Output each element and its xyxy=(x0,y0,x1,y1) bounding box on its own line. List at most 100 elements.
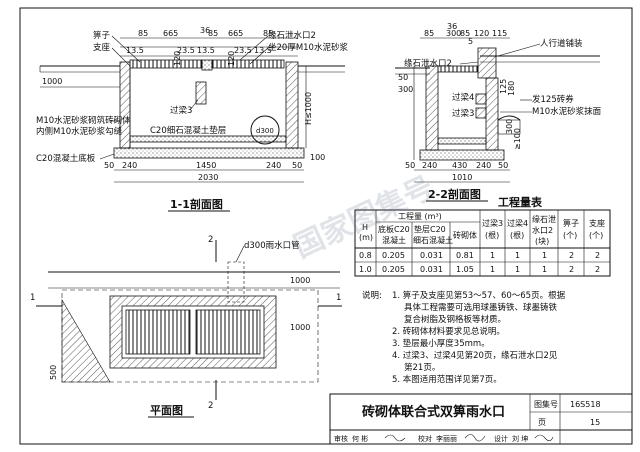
dim-b-2030: 2030 xyxy=(198,173,218,182)
dim22-36: 36 xyxy=(447,22,457,31)
section-2-2-title: 2-2剖面图 xyxy=(428,187,481,201)
label-curb-inlet: 缘石泄水口2 xyxy=(268,30,316,41)
notes: 说明: 1. 箅子及支座见第53～57、60～65页。根据 具体工程需要可选用球… xyxy=(362,290,566,385)
cut1-right: 1 xyxy=(336,293,341,303)
dim22-115: 115 xyxy=(492,29,507,38)
label-h: H≤1000 xyxy=(304,92,313,125)
cell: 0.031 xyxy=(420,251,443,260)
dim-13-5a: 13.5 xyxy=(126,46,144,55)
dim-85b: 85 xyxy=(208,29,218,38)
label-seat: 支座 xyxy=(93,42,111,53)
dim22-5: 5 xyxy=(468,37,473,46)
label-mortar: 坐20厚M10水泥砂浆 xyxy=(268,42,348,53)
label-curb-inlet-22: 缘石泄水口2 xyxy=(404,58,452,69)
page-no: 15 xyxy=(590,418,600,427)
note-line: 复合树脂及钢格板等材质。 xyxy=(404,314,506,325)
dim-85a: 85 xyxy=(138,29,148,38)
dim22-85b: 85 xyxy=(460,29,470,38)
plan-dim-1000: 1000 xyxy=(290,323,310,332)
cell: 2 xyxy=(595,265,600,274)
check-label: 校对 xyxy=(418,434,432,443)
section-2-2: 36 85 300 85 120 115 5 人行道铺装 缘石泄水口2 过梁4 … xyxy=(395,22,602,202)
dim22-b-50b: 50 xyxy=(498,161,508,170)
dim-b-50b: 50 xyxy=(292,161,302,170)
cell: 1 xyxy=(490,265,495,274)
note-line: 第21页。 xyxy=(404,362,440,373)
section-1-1: 85 665 36 85 665 85 13.5 23.5 13.5 23.5 … xyxy=(36,26,348,212)
base22 xyxy=(419,149,505,161)
cell: 0.031 xyxy=(420,265,443,274)
label-grate: 箅子 xyxy=(93,30,111,41)
plan-title: 平面图 xyxy=(150,404,183,417)
quantity-table: 工程量表 工程量 (m³) H (m) 底板C20 混凝土 垫层C20 细石混凝… xyxy=(354,195,611,277)
th-cushion-1: 垫层C20 xyxy=(414,224,446,234)
cell: 2 xyxy=(569,265,574,274)
dim-665b: 665 xyxy=(228,29,243,38)
label-beam3: 过梁3 xyxy=(170,105,192,116)
th-curb-2: 水口2 xyxy=(532,225,553,235)
dim-120b: 120 xyxy=(227,51,236,66)
plan-pipe-label: d300雨水口管 xyxy=(244,240,300,251)
dim-b-50a: 50 xyxy=(104,161,114,170)
cell: 1 xyxy=(515,265,520,274)
cell: 1 xyxy=(542,265,547,274)
th-h-unit: (m) xyxy=(359,233,373,242)
dim-85c: 85 xyxy=(263,29,273,38)
dim-b-240a: 240 xyxy=(122,161,137,170)
dim22-b-240b: 240 xyxy=(476,161,491,170)
wall22-left xyxy=(425,65,439,151)
note-line: 3. 垫层最小厚度35mm。 xyxy=(392,338,490,349)
review-label: 审核 xyxy=(334,434,348,443)
atlas-label: 图集号 xyxy=(534,399,558,409)
th-cushion-2: 细石混凝土 xyxy=(413,235,453,245)
cushion xyxy=(129,135,287,143)
cell: 1 xyxy=(542,251,547,260)
dim22-b-1010: 1010 xyxy=(452,173,472,182)
design-label: 设计 xyxy=(494,434,508,443)
dim-36: 36 xyxy=(200,26,210,35)
plan-dim-1000-top: 1000 xyxy=(290,276,310,285)
th-seat-1: 支座 xyxy=(589,218,605,228)
label-coupon: 发125砖券 xyxy=(532,94,574,105)
wall-right xyxy=(285,61,299,149)
label-pavement: 人行道铺装 xyxy=(540,38,583,49)
table-group-header: 工程量 (m³) xyxy=(398,212,442,221)
section-1-1-title: 1-1剖面图 xyxy=(170,197,223,211)
dim22-l-300b: 300 xyxy=(505,119,514,134)
label-beam4: 过梁4 xyxy=(452,92,474,103)
beam3-block xyxy=(195,81,207,105)
dim22-l-125: 125 xyxy=(499,79,508,94)
note-line: 2. 砖砌体材料要求见总说明。 xyxy=(392,326,505,337)
cut1-left: 1 xyxy=(30,293,35,303)
dim22-b-50a: 50 xyxy=(405,161,415,170)
cell: 0.205 xyxy=(382,251,405,260)
dim-b-1450: 1450 xyxy=(196,161,216,170)
th-beam4-1: 过梁4 xyxy=(507,218,528,228)
label-base: C20混凝土底板 xyxy=(36,153,96,164)
plan-grate-left xyxy=(125,309,191,355)
dim-665a: 665 xyxy=(163,29,178,38)
dim22-l-100: ≥100 xyxy=(513,128,522,150)
th-curb-1: 缘石泄 xyxy=(532,214,556,224)
dim22-85a: 85 xyxy=(424,29,434,38)
cut2-top: 2 xyxy=(208,235,213,245)
cell: 2 xyxy=(595,251,600,260)
th-curb-3: (块) xyxy=(535,236,549,246)
dim22-l-50: 50 xyxy=(398,73,408,82)
plan-grate-right xyxy=(195,309,261,355)
dim22-300: 300 xyxy=(446,29,461,38)
th-beam3-1: 过梁3 xyxy=(482,218,503,228)
sheet-frame xyxy=(19,7,633,445)
dim-23-5b: 23.5 xyxy=(234,46,252,55)
cut2-bottom: 2 xyxy=(208,401,213,411)
th-seat-2: (个) xyxy=(589,231,603,240)
plan-dim-500: 500 xyxy=(49,365,58,380)
cell: 1 xyxy=(490,251,495,260)
pipe-d300 xyxy=(250,115,280,145)
table-row: 1.0 xyxy=(359,265,372,274)
grate22 xyxy=(437,65,479,73)
dim-23-5a: 23.5 xyxy=(177,46,195,55)
label-wall: M10水泥砂浆砌筑砖砌体 xyxy=(36,115,131,126)
cell: 1.05 xyxy=(456,265,474,274)
